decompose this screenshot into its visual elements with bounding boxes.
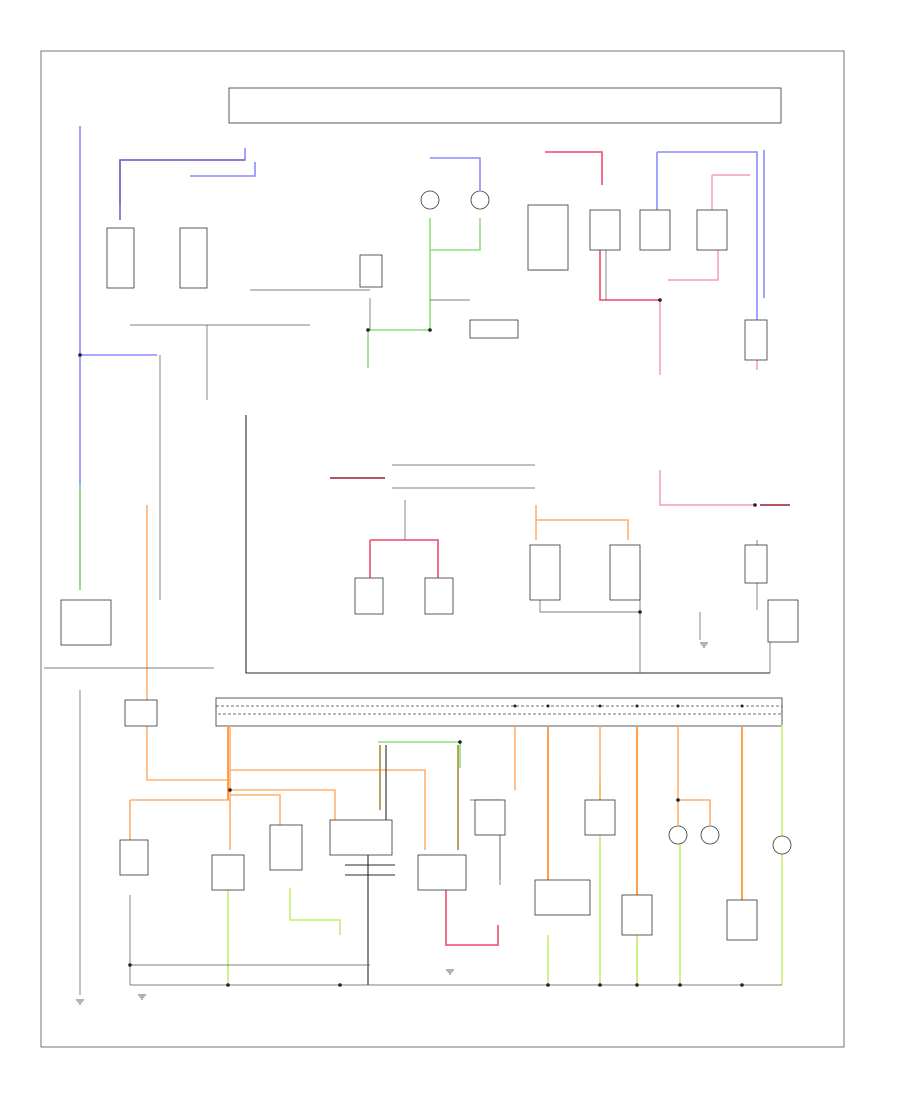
relay-box-right	[589, 209, 621, 251]
wire-group-dark-red	[330, 477, 790, 506]
relay-box-right-3	[696, 209, 728, 251]
relay-box-left	[106, 227, 135, 289]
bulb-2	[470, 190, 490, 210]
module-box-2	[609, 544, 641, 601]
wire-group-violet	[119, 159, 245, 220]
unit-box-5	[474, 799, 506, 836]
wire-group-olive	[379, 745, 459, 850]
bulb-1	[420, 190, 440, 210]
wire-group-light-green	[227, 725, 783, 985]
sensor-box-bottom-left	[119, 839, 149, 876]
unit-box-9	[726, 899, 758, 941]
unit-box-2	[269, 824, 303, 871]
junction-dots	[78, 298, 757, 987]
relay-box-mid	[527, 204, 569, 271]
module-box	[529, 544, 561, 601]
dashed-bus-line	[215, 705, 783, 715]
unit-box-7	[584, 799, 616, 836]
unit-box-6	[534, 879, 591, 916]
relay-box-far-right	[744, 319, 768, 361]
connector-box-left	[124, 699, 158, 727]
top-bus-box	[228, 87, 782, 124]
component-boxes	[60, 204, 799, 941]
switch-box-center	[359, 254, 383, 288]
bulb-3	[668, 825, 688, 845]
bulb-5	[772, 835, 792, 855]
diagram-frame	[40, 50, 845, 1048]
lamp-box-right	[424, 577, 454, 615]
lamp-symbols	[420, 190, 792, 855]
wire-group-orange-dark	[227, 726, 743, 900]
wire-group-black	[44, 250, 782, 995]
wire-group-red	[369, 151, 660, 946]
ground-symbols	[76, 642, 708, 1005]
unit-box-4	[417, 854, 467, 891]
switch-box-right	[744, 544, 768, 584]
wire-group-orange	[129, 505, 711, 850]
bottom-bus-box	[215, 697, 783, 727]
relay-box-right-2	[639, 209, 671, 251]
relay-box-left-2	[179, 227, 208, 289]
connector-box-right	[767, 599, 799, 643]
unit-box-8	[621, 894, 653, 936]
unit-box-3	[329, 819, 393, 856]
wire-group-green	[79, 218, 481, 768]
bulb-4	[700, 825, 720, 845]
switch-box-left	[60, 599, 112, 646]
lamp-box-left	[354, 577, 384, 615]
sensor-box-center	[469, 319, 519, 339]
unit-box-1	[211, 854, 245, 891]
